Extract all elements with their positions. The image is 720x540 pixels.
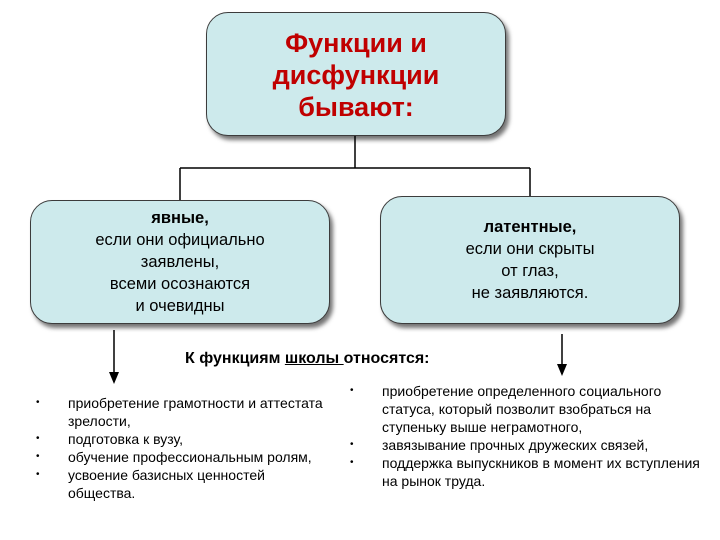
list-item: •поддержка выпускников в момент их вступ…	[350, 455, 700, 489]
school-functions-heading: К функциям школы относятся:	[185, 350, 430, 368]
top-box-line-1: Функции и	[285, 28, 427, 58]
list-item: •приобретение грамотности и аттестата зр…	[36, 395, 323, 429]
latent-line-3: от глаз,	[501, 262, 559, 280]
bullet-icon: •	[350, 385, 354, 396]
bullet-icon: •	[36, 397, 40, 408]
bullet-icon: •	[36, 451, 40, 462]
top-box-line-3: бывают:	[298, 92, 414, 122]
explicit-line-2: если они официально	[95, 231, 265, 249]
latent-title: латентные,	[483, 218, 577, 236]
explicit-line-4: всеми осознаются	[109, 275, 251, 293]
bullet-icon: •	[350, 457, 354, 468]
latent-line-4: не заявляются.	[471, 284, 589, 302]
heading-suffix: относятся:	[343, 350, 430, 367]
top-box: Функции и дисфункции бывают:	[206, 12, 506, 136]
list-item: •подготовка к вузу,	[36, 431, 183, 447]
explicit-functions-list: •приобретение грамотности и аттестата зр…	[36, 394, 336, 502]
latent-functions-box: латентные, если они скрыты от глаз, не з…	[380, 196, 680, 324]
list-item: •обучение профессиональным ролям,	[36, 449, 312, 465]
explicit-functions-box: явные, если они официально заявлены, все…	[30, 200, 330, 324]
heading-prefix: К функциям	[185, 350, 285, 367]
bullet-icon: •	[36, 433, 40, 444]
explicit-line-3: заявлены,	[140, 253, 220, 271]
latent-functions-list: •приобретение определенного социального …	[350, 382, 710, 490]
right-arrow-icon	[557, 364, 567, 376]
heading-underlined: школы	[284, 350, 344, 367]
left-arrow-icon	[109, 372, 119, 384]
bullet-icon: •	[36, 469, 40, 480]
top-box-line-2: дисфункции	[272, 60, 440, 90]
latent-line-2: если они скрыты	[465, 240, 595, 258]
list-item: •приобретение определенного социального …	[350, 383, 662, 435]
explicit-title: явные,	[151, 209, 209, 227]
list-item: •усвоение базисных ценностей общества.	[36, 467, 265, 501]
explicit-line-5: и очевидны	[135, 297, 225, 315]
list-item: •завязывание прочных дружеских связей,	[350, 437, 649, 453]
bullet-icon: •	[350, 439, 354, 450]
